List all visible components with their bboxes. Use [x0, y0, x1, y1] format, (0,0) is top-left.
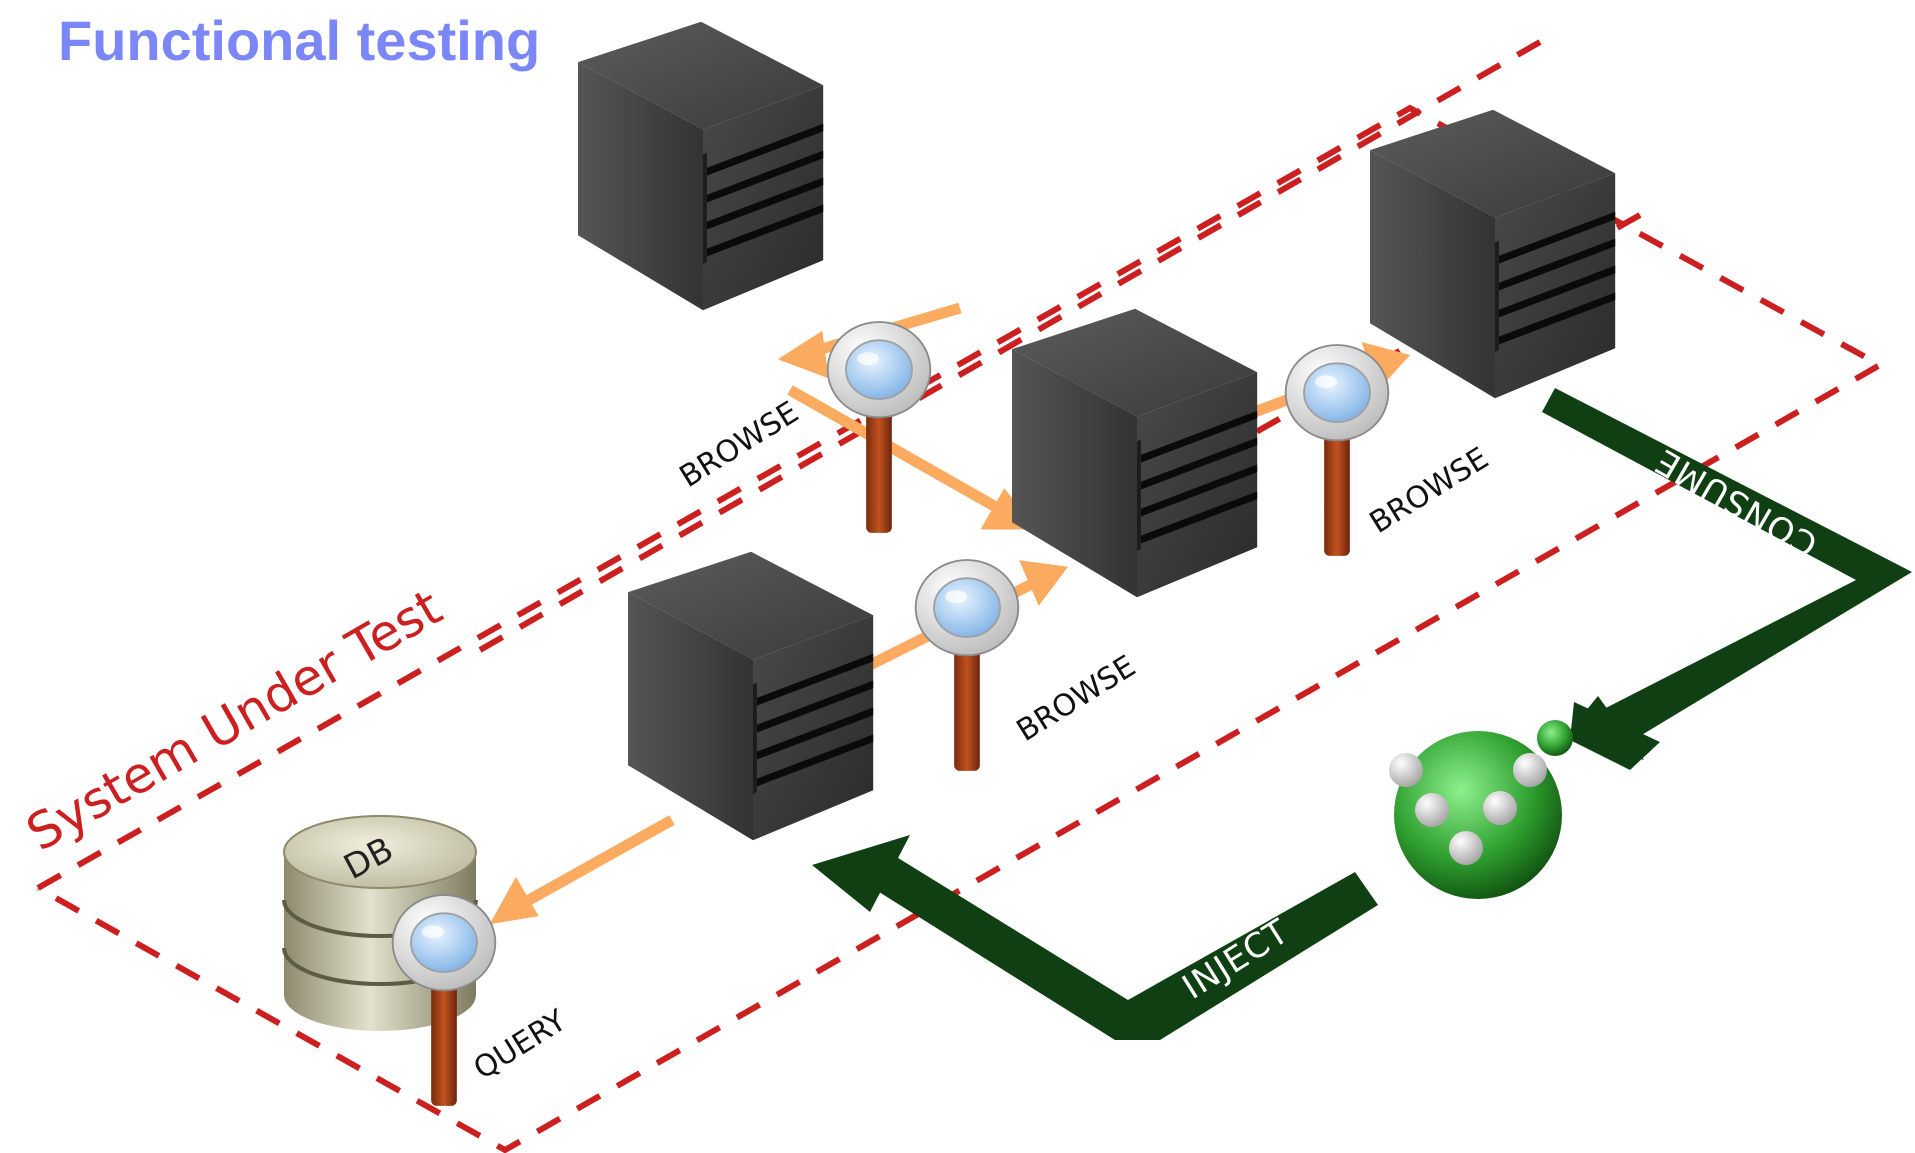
inject-arrow: [812, 835, 1378, 1040]
system-under-test-boundary: [36, 39, 1887, 1153]
browse-label-right: BROWSE: [1364, 441, 1495, 541]
magnifier-icon: [914, 558, 1020, 772]
browse-label-top: BROWSE: [674, 395, 805, 495]
browse-label-front: BROWSE: [1011, 649, 1142, 749]
server-top-left: [578, 21, 824, 311]
server-front: [628, 551, 874, 841]
test-agent-icon: [1389, 720, 1573, 899]
consume-arrow-label: CONSUME: [1648, 440, 1824, 565]
consume-arrow: [1542, 388, 1912, 770]
query-label: QUERY: [468, 1003, 573, 1087]
page-title: Functional testing: [58, 9, 541, 72]
server-middle: [1012, 308, 1258, 598]
